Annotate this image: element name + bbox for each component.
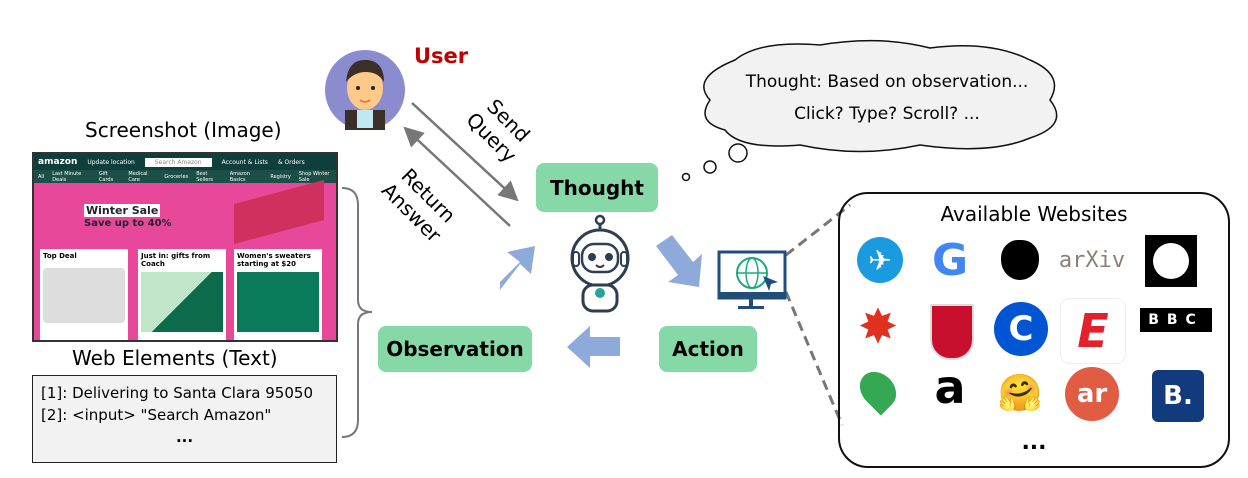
nav-item: Registry [270,173,291,180]
brace [341,187,373,438]
web-element-line: [2]: <input> "Search Amazon" [41,406,272,424]
flights-icon[interactable]: ✈ [857,237,903,283]
screenshot-label: Screenshot (Image) [85,118,282,142]
observation-box: Observation [378,326,532,372]
websites-more: ... [1021,430,1047,455]
cambridge-icon[interactable] [930,304,974,360]
websites-title: Available Websites [940,202,1128,226]
banner-title: Winter Sale [84,204,161,217]
deal-card: Just in: gifts from Coach [138,249,226,340]
coursera-icon[interactable]: C [994,302,1048,356]
monitor-icon [717,250,787,309]
card-title: Women's sweaters starting at $20 [237,252,311,268]
card-title: Just in: gifts from Coach [141,252,211,268]
nav-item: Last Minute Deals [52,170,82,183]
google-icon[interactable]: G [931,234,969,286]
booking-icon[interactable]: B. [1152,370,1204,422]
available-websites-panel: Available Websites ✈ G arXiv ✸ C E BBC a… [838,192,1230,468]
return-answer-arrow [403,126,511,227]
brushes-image [234,179,324,245]
nav-item: Amazon Basics [229,170,250,183]
deliver-location: Update location [87,158,135,166]
wolfram-icon[interactable]: ✸ [857,299,899,355]
nav-item: All [38,173,45,180]
google-maps-icon[interactable] [852,364,904,416]
amazon-logo: amazon [38,157,78,167]
nav-item: Best Sellers [196,170,213,183]
web-element-ellipsis: ... [175,428,194,446]
github-icon[interactable] [1145,235,1197,287]
arrow-to-action [656,235,702,287]
dashed-link-bottom [784,291,844,426]
user-avatar [325,50,405,130]
nav-item: Gift Cards [98,170,114,183]
robot-icon [570,214,630,313]
thought-bubble-line: Thought: Based on observation... [745,72,1029,92]
arrow-to-observation [567,326,620,368]
nav-item: Medical Care [128,170,148,183]
amazon-icon[interactable]: a [934,360,966,414]
amazon-nav: All Last Minute Deals Gift Cards Medical… [34,170,336,183]
account-link: Account & Lists [221,158,268,166]
arrow-to-thought [500,246,535,290]
amazon-screenshot: amazon Update location Search Amazon Acc… [32,152,338,342]
web-element-line: [1]: Delivering to Santa Clara 95050 [41,384,313,402]
card-title: Top Deal [43,252,77,260]
arxiv-icon[interactable]: arXiv [1058,247,1126,273]
nav-item: Shop Winter Sale [298,170,330,183]
send-query-arrow [411,102,519,202]
web-elements-box: [1]: Delivering to Santa Clara 95050 [2]… [32,375,337,463]
bbc-icon[interactable]: BBC [1140,308,1212,332]
huggingface-icon[interactable]: 🤗 [997,373,1043,414]
thought-cloud [681,39,1058,182]
allrecipes-icon[interactable]: ar [1065,367,1119,421]
apple-icon[interactable] [997,237,1043,283]
web-elements-label: Web Elements (Text) [72,346,278,370]
orders-link: & Orders [277,158,305,166]
thought-bubble-line: Click? Type? Scroll? ... [794,104,980,124]
banner-subtitle: Save up to 40% [84,218,172,229]
thought-box: Thought [536,163,658,212]
user-label: User [414,44,469,68]
espn-icon[interactable]: E [1060,298,1126,364]
deal-card: Women's sweaters starting at $20 [234,249,322,340]
deal-card: Top Deal [40,249,128,340]
action-box: Action [659,326,757,372]
nav-item: Groceries [164,173,189,180]
amazon-search-input: Search Amazon [144,157,212,167]
thought-bubble-text: Thought: Based on observation... Click? … [712,66,1062,130]
amazon-header: amazon Update location Search Amazon Acc… [34,154,336,170]
